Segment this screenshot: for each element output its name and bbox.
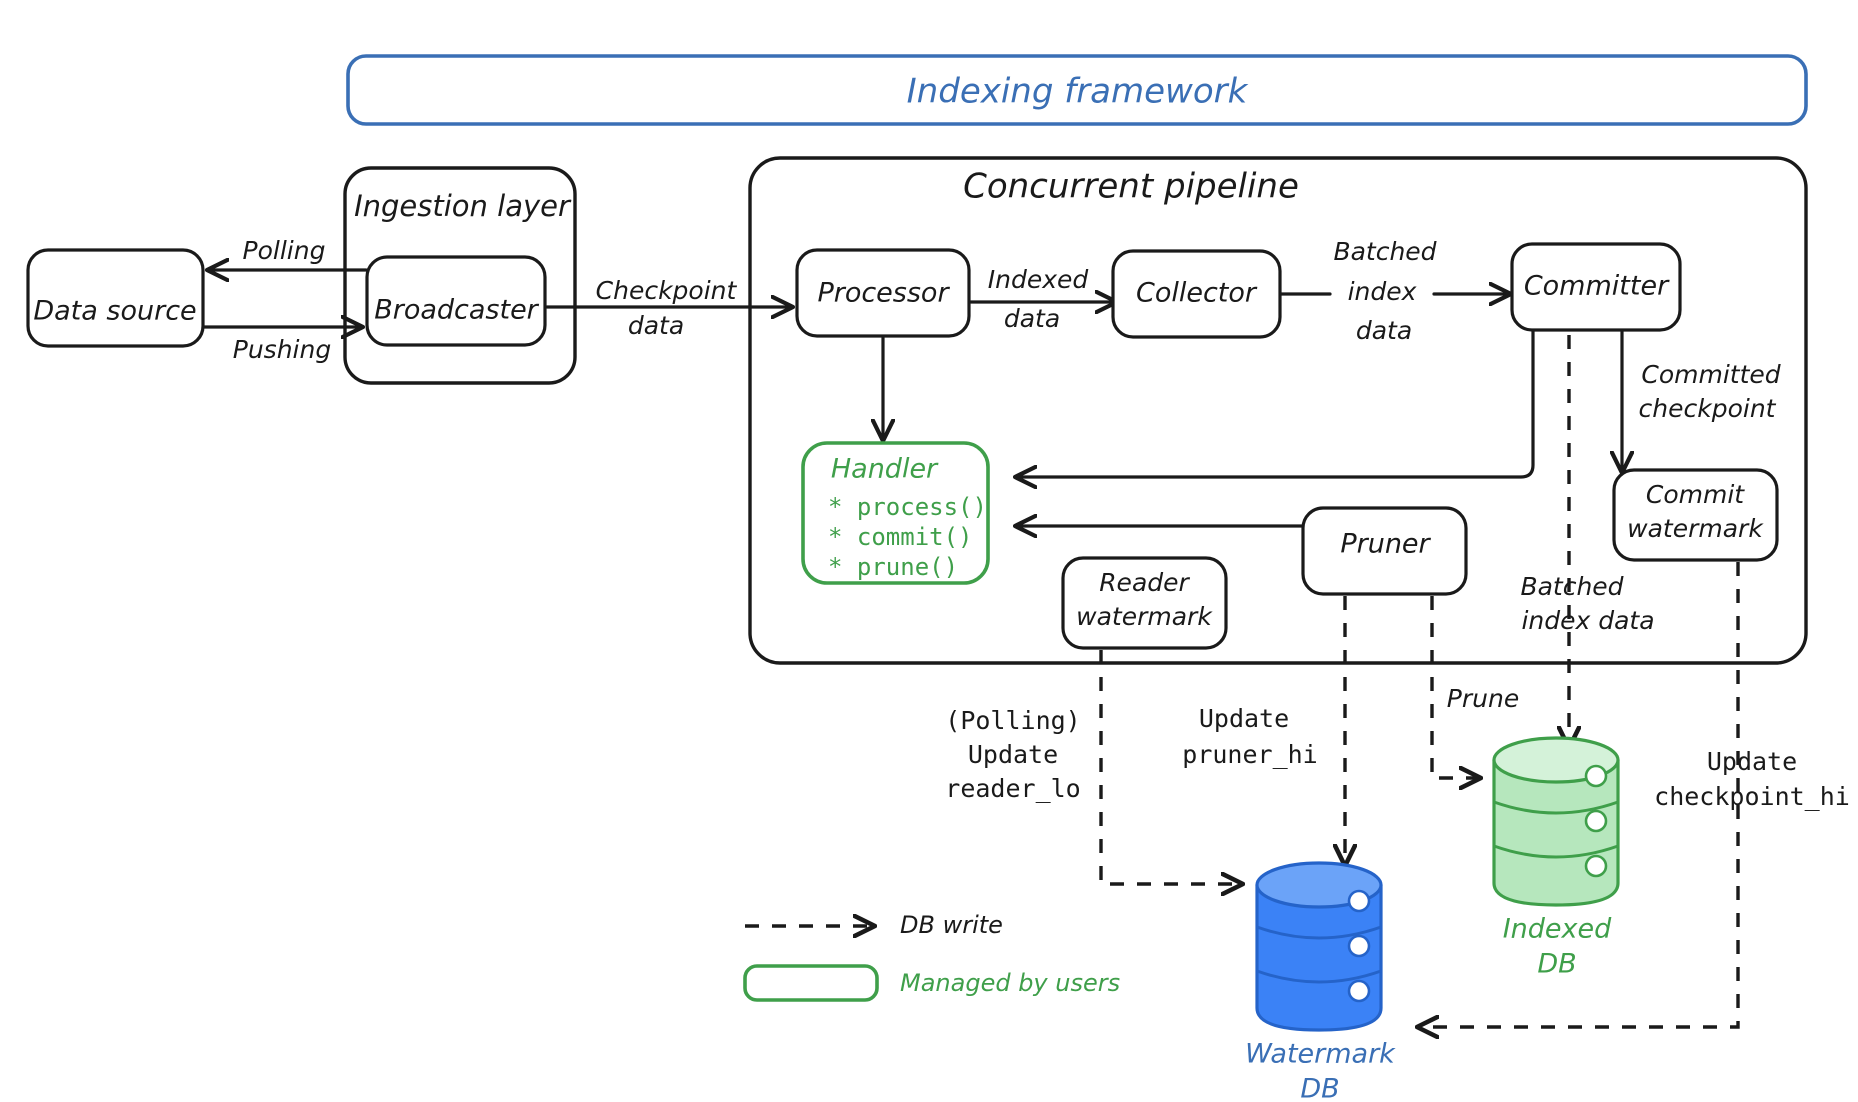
checkpoint-data-label-1: Checkpoint <box>596 276 738 305</box>
node-reader-watermark[interactable]: Reader watermark <box>1061 556 1228 650</box>
indexing-framework-banner: Indexing framework <box>346 54 1808 126</box>
watermark-db-dot-3 <box>1347 979 1371 1003</box>
watermark-db-label-2: DB <box>1300 1074 1339 1102</box>
committer-handler-arrow <box>1018 329 1535 477</box>
reader-lo-label-2: Update <box>968 740 1058 769</box>
reader-watermark-box <box>1061 556 1228 650</box>
commit-watermark-label-2: watermark <box>1627 514 1764 543</box>
legend-managed-label: Managed by users <box>900 969 1120 997</box>
reader-lo-label-1: (Polling) <box>945 706 1080 735</box>
indexed-db-dot-2 <box>1584 809 1608 833</box>
indexed-db-divider-1 <box>1493 800 1619 815</box>
node-processor[interactable]: Processor <box>795 248 971 338</box>
committer-box <box>1510 242 1682 332</box>
batched-index-data2-label-1: Batched <box>1520 572 1623 601</box>
concurrent-pipeline-label: Concurrent pipeline <box>963 167 1299 207</box>
data-source-box <box>26 248 205 348</box>
indexed-db-label-2: DB <box>1537 949 1576 980</box>
broadcaster-box <box>365 255 547 347</box>
watermark-db-dot-2 <box>1347 934 1371 958</box>
node-handler[interactable]: Handler * process() * commit() * prune() <box>801 441 990 585</box>
legend-db-write-label: DB write <box>900 911 1003 939</box>
edge-polling: Polling <box>210 236 368 270</box>
node-broadcaster[interactable]: Broadcaster <box>365 255 547 347</box>
checkpoint-data-label-2: data <box>628 311 684 340</box>
indexed-db-label-1: Indexed <box>1503 914 1612 945</box>
edge-indexed-data: Indexed data <box>969 265 1114 333</box>
handler-method-commit: * commit() <box>828 523 973 551</box>
batched-index-data2-label-2: index data <box>1521 606 1654 635</box>
legend-managed-sample <box>743 964 879 1002</box>
edge-batched-index-data: Batched index data <box>1279 237 1508 345</box>
commit-watermark-box <box>1612 468 1779 562</box>
edge-batched-index-data-write: Batched index data <box>1520 335 1655 745</box>
pruner-label: Pruner <box>1340 529 1431 560</box>
batched-index-data-label-1: Batched <box>1333 237 1436 266</box>
indexed-db-divider-2 <box>1493 844 1619 859</box>
checkpoint-hi-label-1: Update <box>1707 747 1797 776</box>
edge-pruner-hi-write: Update pruner_hi <box>1182 596 1345 863</box>
pushing-label: Pushing <box>233 335 331 364</box>
processor-box <box>795 248 971 338</box>
edge-committed-checkpoint: Committed checkpoint <box>1622 329 1781 470</box>
indexing-framework-title: Indexing framework <box>907 72 1249 112</box>
edge-pushing: Pushing <box>202 327 360 364</box>
ingestion-layer-group: Ingestion layer <box>343 166 577 385</box>
edge-checkpoint-hi-write: Update checkpoint_hi <box>1420 562 1850 1027</box>
batched-index-data-label-2: index <box>1348 277 1417 306</box>
ingestion-layer-label: Ingestion layer <box>354 189 572 223</box>
reader-lo-label-3: reader_lo <box>945 774 1080 803</box>
handler-method-prune: * prune() <box>828 553 958 581</box>
prune-dashed-arrow <box>1430 596 1478 778</box>
pruner-hi-label-2: pruner_hi <box>1182 740 1317 769</box>
handler-method-process: * process() <box>828 493 987 521</box>
handler-box <box>801 441 990 585</box>
edge-checkpoint-data: Checkpoint data <box>545 276 790 340</box>
edge-prune-write: Prune <box>1430 596 1519 778</box>
node-pruner[interactable]: Pruner <box>1301 506 1468 596</box>
reader-watermark-label-2: watermark <box>1076 602 1213 631</box>
batched-index-data-label-3: data <box>1356 316 1412 345</box>
concurrent-pipeline-group: Concurrent pipeline <box>748 156 1808 665</box>
ingestion-layer-outline <box>343 166 577 385</box>
database-indexed-db[interactable]: Indexed DB <box>1492 736 1620 980</box>
reader-watermark-label-1: Reader <box>1099 568 1190 597</box>
watermark-db-divider-2 <box>1256 969 1382 984</box>
node-commit-watermark[interactable]: Commit watermark <box>1612 468 1779 562</box>
data-source-label: Data source <box>33 296 196 327</box>
node-data-source[interactable]: Data source <box>26 248 205 348</box>
indexed-data-label-1: Indexed <box>988 265 1089 294</box>
database-watermark-db[interactable]: Watermark DB <box>1245 861 1396 1102</box>
indexing-framework-banner-outline <box>346 54 1808 126</box>
reader-lo-dashed-arrow <box>1099 650 1240 884</box>
indexed-db-dot-3 <box>1584 854 1608 878</box>
node-collector[interactable]: Collector <box>1111 249 1282 339</box>
pruner-hi-label-1: Update <box>1199 704 1289 733</box>
checkpoint-hi-dashed-arrow <box>1420 562 1740 1027</box>
indexed-data-label-2: data <box>1004 304 1060 333</box>
checkpoint-hi-label-2: checkpoint_hi <box>1654 782 1850 811</box>
handler-title: Handler <box>831 454 939 485</box>
committed-checkpoint-label-1: Committed <box>1641 360 1780 389</box>
collector-label: Collector <box>1136 278 1258 309</box>
edge-committer-to-handler <box>1018 329 1535 477</box>
pruner-box <box>1301 506 1468 596</box>
watermark-db-divider-1 <box>1256 925 1382 940</box>
watermark-db-dot-1 <box>1347 889 1371 913</box>
edge-reader-lo-write: (Polling) Update reader_lo <box>945 650 1240 884</box>
broadcaster-label: Broadcaster <box>374 295 539 326</box>
committer-label: Committer <box>1524 271 1670 302</box>
processor-label: Processor <box>817 278 950 309</box>
commit-watermark-label-1: Commit <box>1646 480 1745 509</box>
concurrent-pipeline-outline <box>748 156 1808 665</box>
committed-checkpoint-label-2: checkpoint <box>1639 394 1777 423</box>
prune-label: Prune <box>1447 684 1519 713</box>
indexed-db-dot-1 <box>1584 764 1608 788</box>
legend: DB write Managed by users <box>743 911 1120 1002</box>
node-committer[interactable]: Committer <box>1510 242 1682 332</box>
polling-label: Polling <box>243 236 326 265</box>
watermark-db-label-1: Watermark <box>1245 1039 1396 1070</box>
